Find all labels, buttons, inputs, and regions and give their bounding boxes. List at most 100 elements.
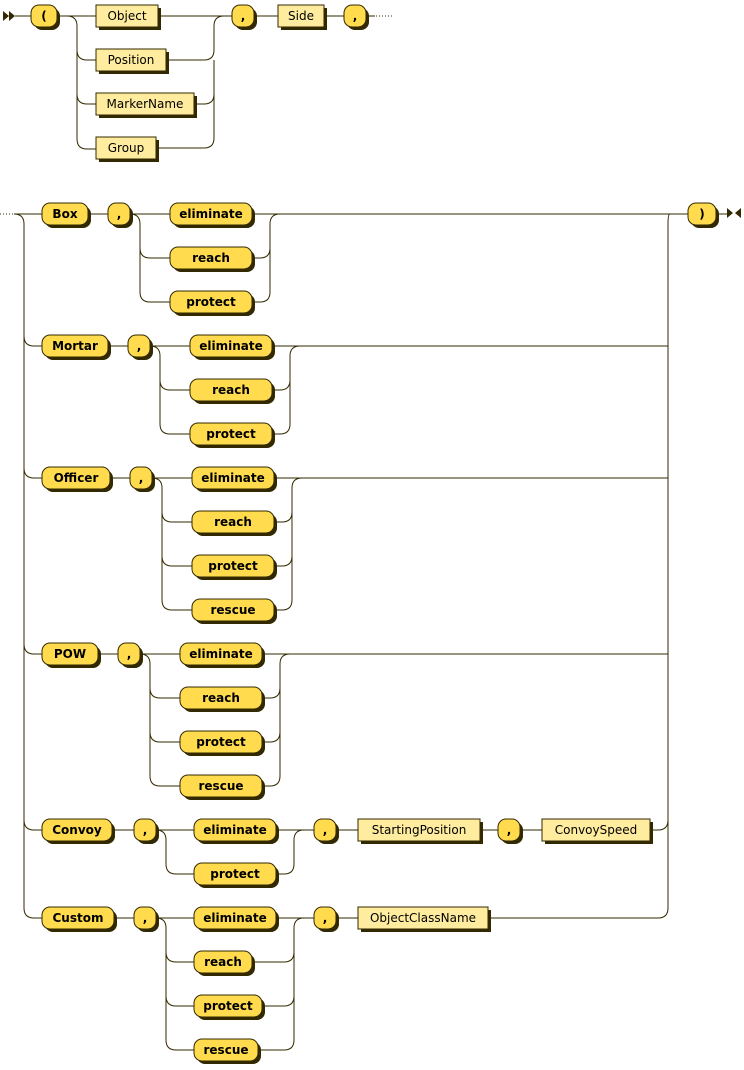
terminal-reach-box <box>193 950 253 974</box>
terminal-officer-box <box>41 466 111 490</box>
terminal-reach: reach <box>179 686 265 712</box>
terminal-eliminate: eliminate <box>169 202 255 228</box>
connector <box>165 995 194 1007</box>
terminal-open-paren: ( <box>30 4 60 30</box>
connector <box>161 511 192 523</box>
terminal-comma-label: , <box>127 647 132 661</box>
terminal-custom-box <box>41 906 115 930</box>
terminal-comma-box <box>313 818 337 842</box>
connector <box>149 731 180 743</box>
terminal-box-label: Box <box>52 207 77 221</box>
nonterminal-convoy-speed-label: ConvoySpeed <box>555 823 638 837</box>
terminal-eliminate: eliminate <box>189 334 275 360</box>
terminal-comma-label: , <box>143 911 148 925</box>
connector <box>158 60 215 149</box>
connector <box>657 213 671 919</box>
terminal-convoy-label: Convoy <box>52 823 102 837</box>
terminal-rescue-box <box>191 598 275 622</box>
terminal-rescue: rescue <box>193 1038 261 1064</box>
terminal-comma-label: , <box>137 339 142 353</box>
terminal-mortar-box <box>41 334 109 358</box>
nonterminal-position-label: Position <box>108 53 155 67</box>
nonterminal-group-box <box>95 136 157 160</box>
terminal-reach-box <box>169 246 253 270</box>
connector <box>168 15 225 61</box>
terminal-eliminate-box <box>191 466 275 490</box>
terminal-comma-box <box>133 906 157 930</box>
terminal-comma-label: , <box>323 823 328 837</box>
terminal-mortar: Mortar <box>41 334 111 360</box>
terminal-protect: protect <box>191 554 277 580</box>
connector <box>272 345 301 435</box>
connector <box>258 917 305 1051</box>
connector <box>262 653 291 787</box>
connector <box>155 917 194 1051</box>
terminal-reach-label: reach <box>192 251 230 265</box>
terminal-close-paren-box <box>687 202 717 226</box>
terminal-protect-label: protect <box>210 867 260 881</box>
terminal-comma-box <box>107 202 131 226</box>
terminal-reach-label: reach <box>204 955 242 969</box>
terminal-comma: , <box>313 818 339 844</box>
terminal-comma-label: , <box>143 823 148 837</box>
terminal-comma: , <box>133 818 159 844</box>
connector <box>650 819 669 831</box>
diagram-start-icon <box>3 11 15 21</box>
terminal-reach-box <box>189 378 273 402</box>
connector <box>151 477 192 611</box>
terminal-comma-label: , <box>323 911 328 925</box>
terminal-protect: protect <box>169 290 255 316</box>
connector <box>76 93 96 105</box>
terminal-rescue-box <box>193 1038 259 1062</box>
nonterminal-object-class-name-label: ObjectClassName <box>370 911 476 925</box>
connector <box>262 995 295 1007</box>
nonterminal-starting-position-label: StartingPosition <box>372 823 467 837</box>
nonterminal-side-box <box>277 4 325 28</box>
terminal-comma-box <box>117 642 141 666</box>
terminal-eliminate-box <box>189 334 273 358</box>
terminal-comma-box <box>313 906 337 930</box>
terminal-rescue-label: rescue <box>211 603 256 617</box>
nonterminal-position-box <box>95 48 167 72</box>
terminal-comma-box <box>231 4 255 28</box>
terminal-protect-label: protect <box>206 427 256 441</box>
terminal-protect: protect <box>189 422 275 448</box>
connector <box>76 49 96 61</box>
nonterminal-convoy-speed-box <box>541 818 651 842</box>
nonterminal-group-label: Group <box>108 141 145 155</box>
terminal-open-paren-label: ( <box>41 9 46 23</box>
terminal-comma-label: , <box>139 471 144 485</box>
terminal-eliminate-label: eliminate <box>179 207 243 221</box>
terminal-protect: protect <box>193 862 279 888</box>
terminal-comma: , <box>231 4 257 30</box>
terminal-eliminate-box <box>193 818 277 842</box>
terminal-officer: Officer <box>41 466 113 492</box>
terminal-mortar-label: Mortar <box>52 339 98 353</box>
nonterminal-convoy-speed: ConvoySpeed <box>541 818 653 844</box>
terminal-eliminate-label: eliminate <box>199 339 263 353</box>
nonterminal-marker-name: MarkerName <box>95 92 197 118</box>
terminal-close-paren-label: ) <box>699 207 704 221</box>
connector <box>66 15 96 150</box>
terminal-comma-box <box>127 334 151 358</box>
connector <box>13 213 42 919</box>
terminal-comma: , <box>497 818 523 844</box>
nonterminal-marker-name-label: MarkerName <box>107 97 184 111</box>
terminal-comma-box <box>497 818 521 842</box>
terminal-protect-box <box>189 422 273 446</box>
terminal-eliminate: eliminate <box>191 466 277 492</box>
diagram-end-icon <box>727 208 741 218</box>
connector <box>129 213 170 303</box>
connector <box>196 93 215 105</box>
diagram-nodes: (ObjectPositionMarkerNameGroup,Side,)Box… <box>30 4 719 1064</box>
nonterminal-group: Group <box>95 136 159 162</box>
terminal-eliminate-label: eliminate <box>189 647 253 661</box>
nonterminal-object-box <box>95 4 159 28</box>
terminal-pow-box <box>41 642 99 666</box>
nonterminal-object: Object <box>95 4 161 30</box>
terminal-protect-label: protect <box>203 999 253 1013</box>
nonterminal-starting-position: StartingPosition <box>357 818 483 844</box>
terminal-comma-label: , <box>117 207 122 221</box>
connector <box>252 951 295 963</box>
connector <box>23 335 42 347</box>
